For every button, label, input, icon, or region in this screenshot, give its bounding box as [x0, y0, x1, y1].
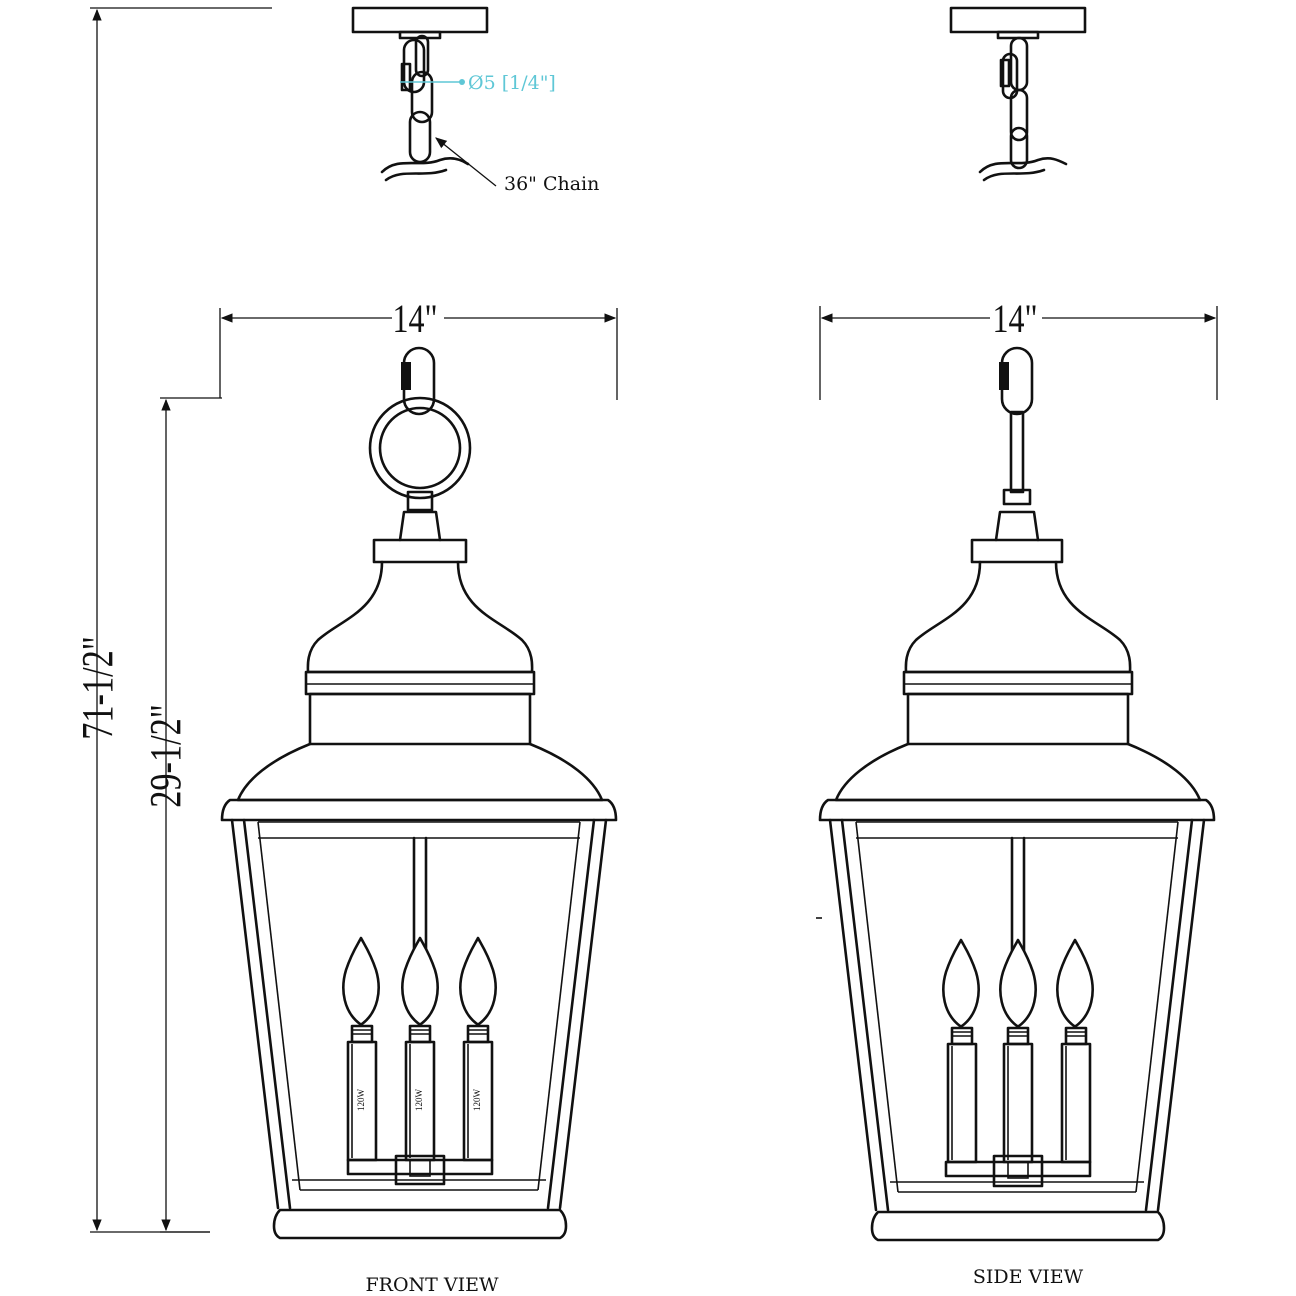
side-width-label: 14"	[992, 297, 1037, 341]
front-view-label: FRONT VIEW	[365, 1274, 498, 1296]
side-candle-left	[942, 938, 980, 1164]
front-candle-right-bulb-label: 120W	[472, 1089, 482, 1112]
front-candle-center-bulb-label: 120W	[414, 1089, 424, 1112]
side-candle-center	[999, 938, 1037, 1164]
chain-length-label: 36" Chain	[504, 173, 599, 195]
side-candle-right	[1056, 938, 1094, 1164]
overall-height-label: 71-1/2"	[73, 636, 122, 740]
side-view-lantern	[816, 346, 1216, 1242]
chain-link-size-label: Ø5 [1/4"]	[468, 72, 556, 94]
fixture-height-label: 29-1/2"	[141, 704, 190, 808]
front-width-label: 14"	[392, 297, 437, 341]
fixture-height-dimension: 29-1/2"	[141, 397, 222, 1233]
front-candle-center: 120W	[401, 936, 439, 1162]
overall-height-dimension: 71-1/2"	[73, 7, 272, 1233]
side-canopy-chain	[949, 6, 1087, 182]
front-width-dimension: 14"	[219, 296, 618, 400]
side-view-label: SIDE VIEW	[973, 1266, 1084, 1288]
front-canopy-chain: Ø5 [1/4"] 36" Chain	[351, 6, 599, 195]
front-candle-right: 120W	[459, 936, 497, 1162]
side-width-dimension: 14"	[819, 296, 1218, 400]
front-candle-left-bulb-label: 120W	[356, 1089, 366, 1112]
front-candle-left: 120W	[342, 936, 380, 1162]
front-view-lantern: 120W 120W 120W	[220, 346, 618, 1240]
